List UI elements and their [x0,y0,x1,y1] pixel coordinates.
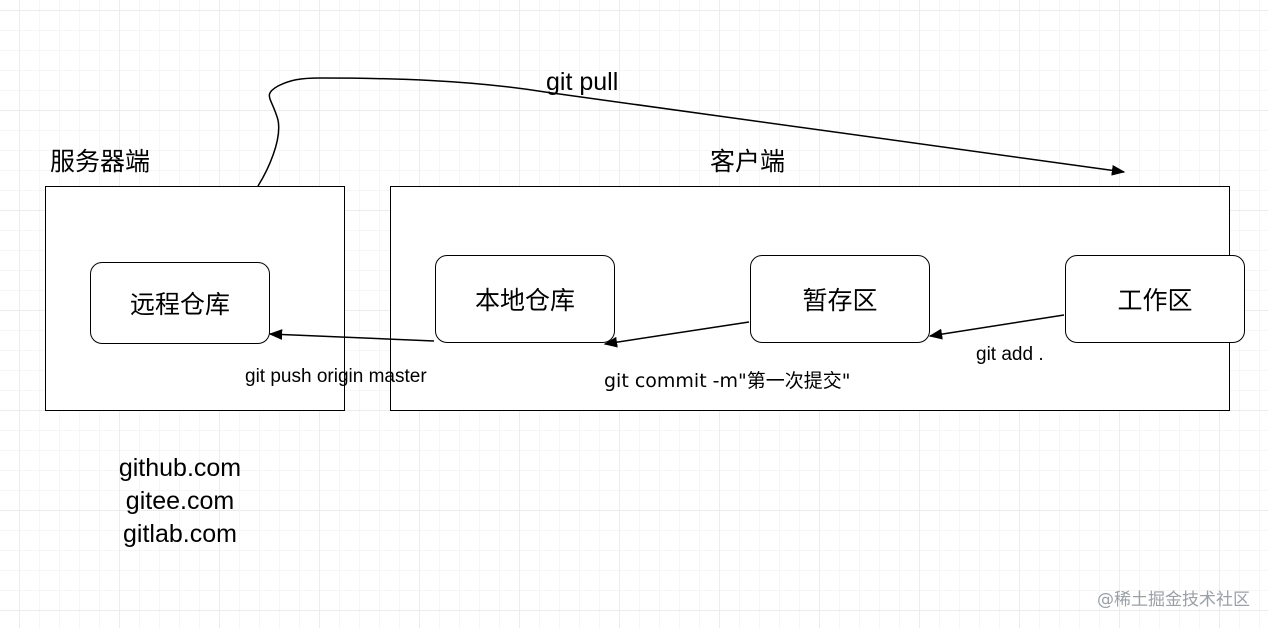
pull-label: git pull [546,68,619,96]
workspace-node[interactable]: 工作区 [1065,255,1245,343]
host-list: github.com gitee.com gitlab.com [110,452,250,551]
pull-arrow[interactable] [257,77,1126,187]
remote-repo-label: 远程仓库 [129,290,230,319]
push-label: git push origin master [245,366,427,387]
watermark: @稀土掘金技术社区 [1097,590,1250,610]
staging-label: 暂存区 [802,286,878,315]
local-repo-label: 本地仓库 [474,286,575,315]
commit-label: git commit -m"第一次提交" [604,370,851,392]
host-gitlab: gitlab.com [123,520,237,548]
host-gitee: gitee.com [125,487,235,515]
server-group-title: 服务器端 [50,147,151,176]
client-group-title: 客户端 [710,147,786,176]
workspace-label: 工作区 [1117,286,1193,315]
local-repo-node[interactable]: 本地仓库 [435,255,615,343]
remote-repo-node[interactable]: 远程仓库 [90,262,270,344]
staging-node[interactable]: 暂存区 [750,255,930,343]
push-arrow[interactable] [268,329,435,342]
add-arrow[interactable] [928,314,1065,340]
add-label: git add . [976,344,1044,365]
commit-arrow[interactable] [603,321,750,348]
host-github: github.com [118,454,242,482]
